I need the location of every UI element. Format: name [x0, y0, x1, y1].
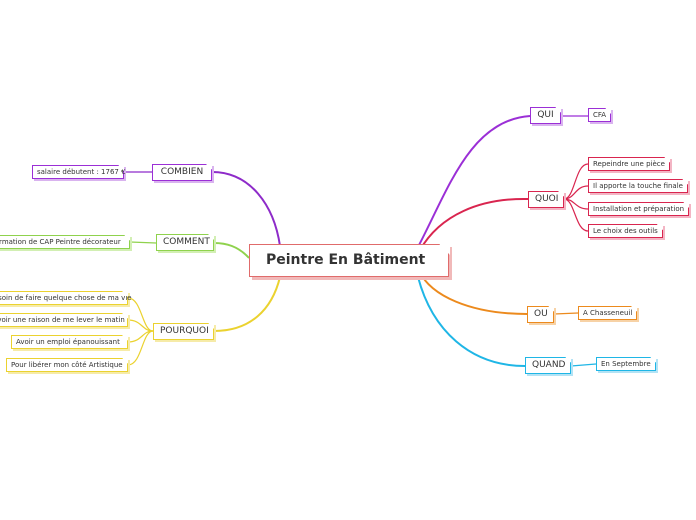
connector-quoi-4	[563, 198, 589, 232]
connector-quoi-2	[563, 185, 589, 200]
topic-combien[interactable]: COMBIEN	[152, 164, 212, 181]
subtopic-comment-formation[interactable]: Formation de CAP Peintre décorateur	[0, 235, 130, 249]
subtopic-quoi-touche-finale[interactable]: Il apporte la touche finale	[588, 179, 688, 193]
subtopic-quoi-outils[interactable]: Le choix des outils	[588, 224, 663, 238]
subtopic-combien-salaire[interactable]: salaire débutent : 1767 €	[32, 165, 126, 179]
connector-pourquoi-4	[127, 330, 154, 366]
connector-ou	[419, 271, 528, 315]
subtopic-pourquoi-emploi[interactable]: Avoir un emploi épanouissant	[11, 335, 128, 349]
connector-pourquoi-1	[127, 297, 154, 332]
connector-ou-1	[553, 312, 579, 315]
connector-qui	[417, 115, 531, 248]
subtopic-qui-cfa[interactable]: CFA	[588, 108, 612, 122]
connector-quoi-1	[563, 163, 589, 200]
connector-combien	[211, 171, 281, 247]
connector-comment-1	[129, 241, 157, 244]
connector-quoi	[419, 197, 529, 251]
central-topic[interactable]: Peintre En Bâtiment	[249, 243, 450, 277]
topic-quand[interactable]: QUAND	[525, 357, 571, 374]
topic-quoi[interactable]: QUOI	[528, 191, 564, 208]
subtopic-pourquoi-artistique[interactable]: Pour libérer mon côté Artistique	[6, 358, 128, 372]
connector-comment	[213, 242, 250, 259]
subtopic-pourquoi-besoin[interactable]: Besoin de faire quelque chose de ma vie	[0, 291, 132, 305]
topic-ou[interactable]: OU	[527, 306, 554, 323]
subtopic-quand-septembre[interactable]: En Septembre	[596, 357, 656, 371]
topic-pourquoi[interactable]: POURQUOI	[153, 323, 214, 340]
connector-quand	[417, 276, 526, 367]
topic-comment[interactable]: COMMENT	[156, 234, 214, 251]
subtopic-pourquoi-raison[interactable]: Avoir une raison de me lever le matin	[0, 313, 128, 327]
connector-quand-1	[570, 363, 597, 367]
subtopic-quoi-installation[interactable]: Installation et préparation	[588, 202, 690, 216]
topic-qui[interactable]: QUI	[530, 107, 561, 124]
subtopic-ou-chasseneuil[interactable]: A Chasseneuil	[578, 306, 638, 320]
subtopic-quoi-repeindre[interactable]: Repeindre une pièce	[588, 157, 670, 171]
connector-pourquoi	[213, 276, 281, 332]
